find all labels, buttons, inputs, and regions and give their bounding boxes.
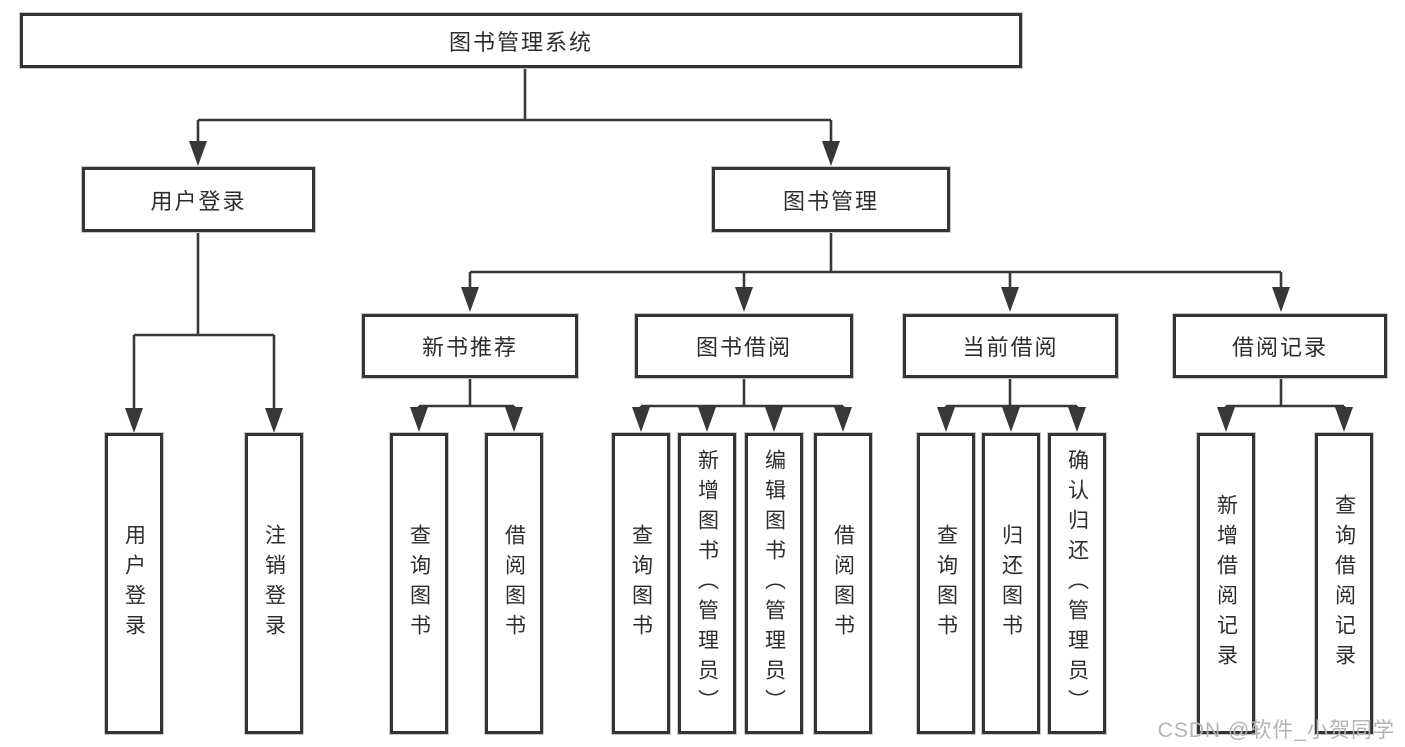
node-borrow-records: 借阅记录 [1173, 314, 1387, 378]
node-borrow-records-label: 借阅记录 [1231, 335, 1328, 360]
leaf-borrow-books: 借阅图书 [814, 433, 872, 734]
leaf-add-book-admin: 新增图书（管理员） [678, 433, 736, 734]
node-user-login: 用户登录 [82, 167, 315, 232]
node-book-borrow: 图书借阅 [635, 314, 853, 378]
leaf-query-books-current: 查询图书 [917, 433, 975, 734]
leaf-query-books-recommend: 查询图书 [390, 433, 448, 734]
node-new-book-recommend-label: 新书推荐 [421, 335, 518, 360]
leaf-query-borrow-record: 查询借阅记录 [1315, 433, 1373, 734]
leaf-edit-book-admin: 编辑图书（管理员） [745, 433, 803, 734]
node-current-borrow: 当前借阅 [903, 314, 1118, 378]
node-user-login-label: 用户登录 [150, 188, 247, 214]
node-book-management-label: 图书管理 [782, 188, 879, 214]
root-node-label: 图书管理系统 [448, 29, 593, 55]
leaf-borrow-books-recommend: 借阅图书 [485, 433, 543, 734]
leaf-add-borrow-record: 新增借阅记录 [1197, 433, 1255, 734]
csdn-watermark: CSDN @软件_小贺同学 [1157, 719, 1395, 742]
leaf-user-login: 用户登录 [105, 433, 163, 734]
node-book-management: 图书管理 [712, 167, 950, 232]
leaf-logout: 注销登录 [245, 433, 303, 734]
leaf-confirm-return-admin: 确认归还（管理员） [1048, 433, 1106, 734]
leaf-query-books-borrow: 查询图书 [612, 433, 670, 734]
leaf-return-book: 归还图书 [982, 433, 1040, 734]
node-book-borrow-label: 图书借阅 [695, 335, 792, 360]
node-current-borrow-label: 当前借阅 [962, 335, 1059, 360]
node-new-book-recommend: 新书推荐 [362, 314, 578, 378]
root-node-library-management-system: 图书管理系统 [20, 13, 1022, 68]
